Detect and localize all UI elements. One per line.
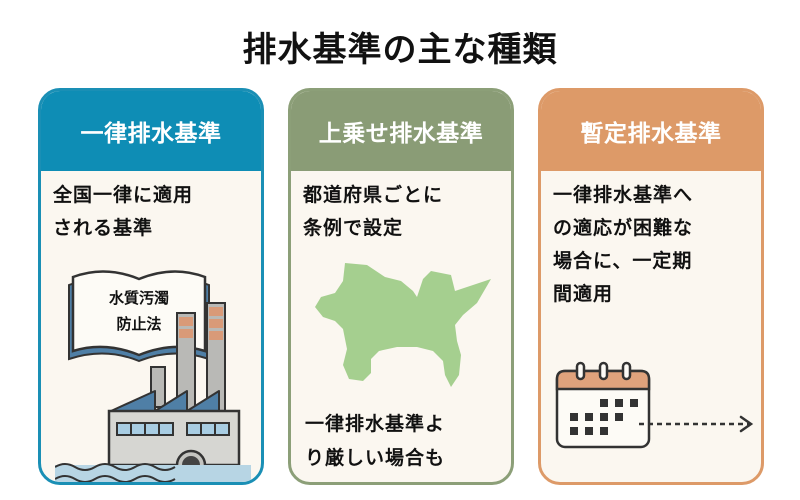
card-header: 一律排水基準 bbox=[41, 91, 261, 171]
card-description: 都道府県ごとに 条例で設定 bbox=[303, 184, 444, 239]
water-wave-icon bbox=[54, 463, 251, 482]
dashed-arrow-right-icon bbox=[639, 415, 754, 433]
card-header: 上乗せ排水基準 bbox=[291, 91, 511, 171]
card-uniform-standard: 一律排水基準 全国一律に適用 される基準 bbox=[38, 88, 264, 485]
book-label: 水質汚濁 防止法 bbox=[108, 289, 169, 333]
card-description: 一律排水基準へ の適応が困難な 場合に、一定期 間適用 bbox=[553, 184, 694, 305]
factory-icon bbox=[54, 270, 251, 482]
card-note: 一律排水基準よ り厳しい場合も bbox=[305, 413, 446, 469]
card-description: 全国一律に適用 される基準 bbox=[53, 184, 194, 239]
prefecture-map-icon bbox=[305, 251, 505, 401]
factory-illustration: 水質汚濁 防止法 bbox=[54, 259, 251, 482]
card-provisional-standard: 暫定排水基準 一律排水基準へ の適応が困難な 場合に、一定期 間適用 bbox=[538, 88, 764, 485]
calendar-icon bbox=[555, 361, 651, 449]
card-additional-standard: 上乗せ排水基準 都道府県ごとに 条例で設定 一律排水基準よ り厳しい場合も bbox=[288, 88, 514, 485]
calendar-illustration bbox=[555, 361, 755, 451]
book-icon bbox=[68, 270, 210, 363]
card-header: 暫定排水基準 bbox=[541, 91, 761, 171]
page-title: 排水基準の主な種類 bbox=[242, 30, 558, 70]
